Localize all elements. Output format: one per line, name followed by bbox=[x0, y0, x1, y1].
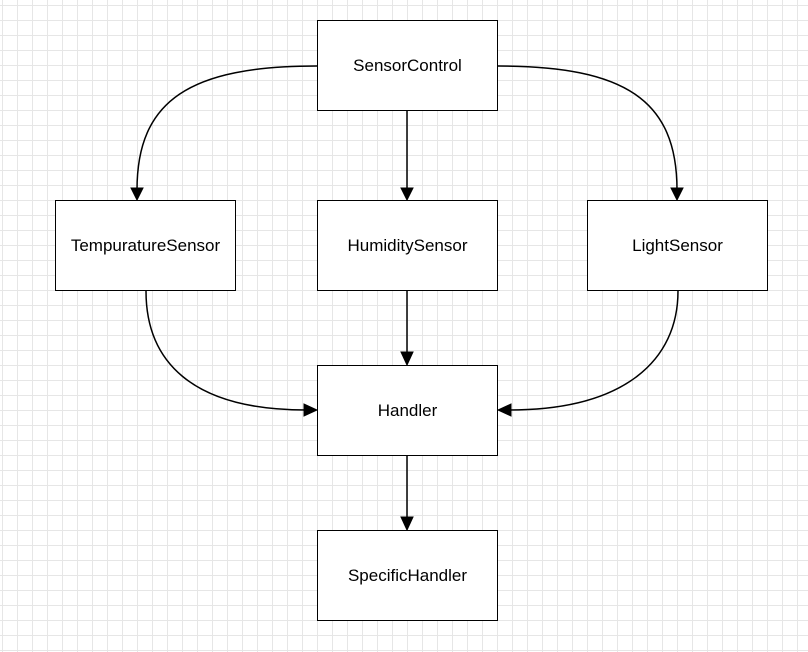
node-label: TempuratureSensor bbox=[70, 235, 221, 255]
arrowhead-icon bbox=[303, 403, 319, 417]
edge-sensorcontrol-to-humiditysensor[interactable] bbox=[400, 111, 414, 202]
edge-lightsensor-to-handler[interactable] bbox=[496, 290, 679, 417]
node-label: LightSensor bbox=[632, 235, 723, 255]
edge-handler-to-specifichandler[interactable] bbox=[400, 456, 414, 532]
node-specifichandler[interactable]: SpecificHandler bbox=[317, 530, 498, 621]
arrowhead-icon bbox=[400, 351, 414, 367]
arrowhead-icon bbox=[130, 187, 144, 202]
node-lightsensor[interactable]: LightSensor bbox=[587, 200, 768, 291]
node-sensorcontrol[interactable]: SensorControl bbox=[317, 20, 498, 111]
node-handler[interactable]: Handler bbox=[317, 365, 498, 456]
node-label: Handler bbox=[377, 400, 438, 420]
edge-humiditysensor-to-handler[interactable] bbox=[400, 291, 414, 367]
arrowhead-icon bbox=[400, 187, 414, 202]
arrowhead-icon bbox=[670, 187, 684, 202]
edge-sensorcontrol-to-tempuraturesensor[interactable] bbox=[130, 65, 318, 202]
edge-tempuraturesensor-to-handler[interactable] bbox=[145, 290, 319, 417]
node-tempuraturesensor[interactable]: TempuratureSensor bbox=[55, 200, 236, 291]
edge-sensorcontrol-to-lightsensor[interactable] bbox=[497, 65, 684, 202]
node-label: HumiditySensor bbox=[347, 235, 468, 255]
node-humiditysensor[interactable]: HumiditySensor bbox=[317, 200, 498, 291]
arrowhead-icon bbox=[400, 516, 414, 532]
node-label: SpecificHandler bbox=[347, 565, 468, 585]
node-label: SensorControl bbox=[353, 55, 462, 75]
arrowhead-icon bbox=[496, 403, 512, 417]
